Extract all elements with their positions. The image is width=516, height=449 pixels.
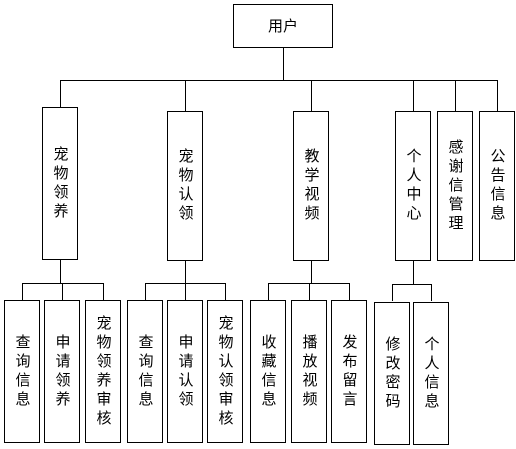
module-label: 感谢信管理 — [446, 138, 465, 234]
leaf-label: 申请领养 — [53, 333, 72, 410]
leaf-label: 查询信息 — [136, 333, 155, 410]
leaf-video-comment: 发布留言 — [331, 300, 367, 443]
leaf-claim-review: 宠物认领审核 — [207, 300, 243, 443]
leaf-label: 个人信息 — [422, 335, 441, 412]
module-thanks-letter: 感谢信管理 — [437, 111, 473, 261]
leaf-label: 播放视频 — [300, 333, 319, 410]
leaf-label: 宠物认领审核 — [216, 314, 235, 429]
module-label: 公告信息 — [488, 148, 507, 224]
root-node-label: 用户 — [267, 16, 298, 35]
leaf-label: 修改密码 — [383, 335, 402, 412]
leaf-label: 发布留言 — [340, 333, 359, 410]
module-teaching-video: 教学视频 — [293, 111, 329, 261]
module-personal-center: 个人中心 — [395, 111, 431, 261]
leaf-label: 申请认领 — [176, 333, 195, 410]
leaf-label: 收藏信息 — [259, 333, 278, 410]
module-label: 宠物领养 — [51, 145, 70, 222]
leaf-video-favorites: 收藏信息 — [250, 300, 286, 443]
root-node-user: 用户 — [233, 4, 333, 48]
module-announcement: 公告信息 — [479, 111, 515, 261]
module-pet-adoption: 宠物领养 — [42, 107, 78, 260]
leaf-claim-apply: 申请认领 — [167, 300, 203, 443]
leaf-claim-query: 查询信息 — [127, 300, 163, 443]
leaf-adopt-query: 查询信息 — [4, 300, 40, 443]
leaf-adopt-review: 宠物领养审核 — [85, 300, 121, 443]
leaf-profile-password: 修改密码 — [374, 302, 410, 445]
leaf-label: 查询信息 — [13, 333, 32, 410]
module-pet-claim: 宠物认领 — [167, 111, 203, 261]
module-label: 宠物认领 — [176, 148, 195, 224]
leaf-profile-info: 个人信息 — [413, 302, 449, 445]
module-label: 个人中心 — [404, 148, 423, 224]
leaf-video-play: 播放视频 — [291, 300, 327, 443]
leaf-label: 宠物领养审核 — [94, 314, 113, 429]
leaf-adopt-apply: 申请领养 — [44, 300, 80, 443]
module-label: 教学视频 — [302, 148, 321, 224]
